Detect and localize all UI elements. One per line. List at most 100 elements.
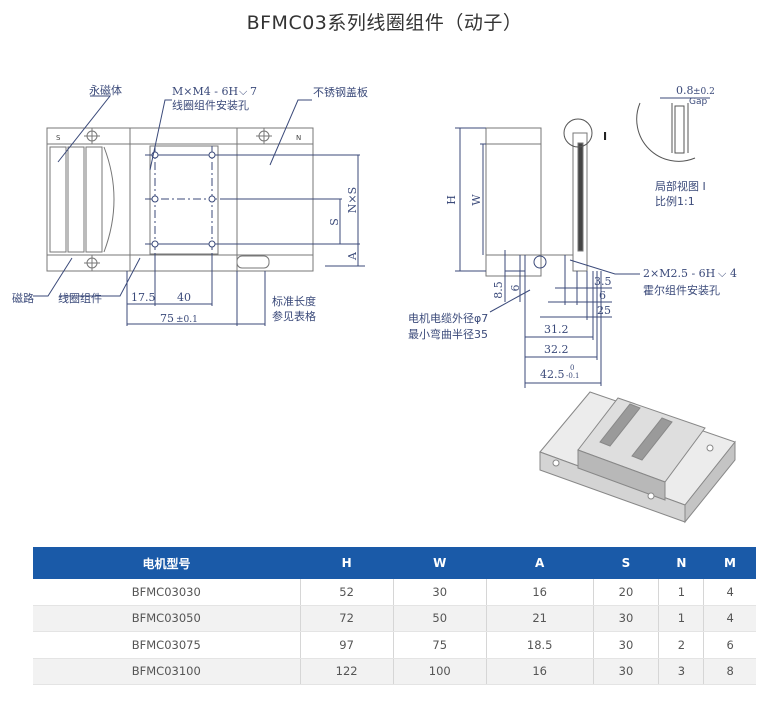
- page-title: BFMC03系列线圈组件（动子）: [246, 12, 523, 34]
- cell-w: 75: [392, 631, 487, 659]
- w-dim: W: [470, 194, 483, 206]
- pole-s-label: S: [56, 134, 61, 142]
- label-detail-2: 比例1:1: [655, 194, 695, 208]
- technical-drawing: S N N×S S A 17.5 40 75 ±0.1 永磁体 M×M4 - 6…: [12, 83, 737, 524]
- dim-6v: 6: [509, 285, 522, 292]
- dim-75: 75: [160, 312, 174, 325]
- label-magnet-track: 磁路: [12, 292, 34, 305]
- cell-s: 30: [592, 605, 659, 632]
- spec-table: 电机型号 H W A S N M BFMC03030 52 30 16 20 1…: [33, 547, 756, 685]
- table-row: BFMC03030 52 30 16 20 1 4: [33, 579, 756, 606]
- cell-m: 4: [703, 579, 756, 606]
- coil-centerlines: [145, 146, 360, 254]
- gap-value: 0.8: [676, 84, 694, 97]
- header-m: M: [703, 547, 756, 579]
- cell-w: 50: [392, 605, 487, 632]
- label-hall-holes-desc: 霍尔组件安装孔: [643, 283, 720, 297]
- cell-model: BFMC03075: [33, 631, 301, 659]
- label-std-length-1: 标准长度: [272, 294, 316, 308]
- h-dim: H: [445, 195, 458, 205]
- dim-31-2: 31.2: [544, 323, 569, 336]
- label-holes-depth-symbol: ⌵: [239, 85, 248, 98]
- cable-symbol: [533, 255, 547, 269]
- magnet-block: [49, 146, 67, 253]
- label-hall-holes-depth-symbol: ⌵: [718, 267, 727, 280]
- cell-w: 30: [392, 579, 487, 606]
- header-model: 电机型号: [33, 547, 301, 579]
- cable-connector: [236, 255, 270, 269]
- cell-model: BFMC03050: [33, 605, 301, 632]
- detail-marker: I: [603, 130, 607, 143]
- s-dim: S: [328, 218, 341, 226]
- dim-42-5-tol-up: 0: [570, 364, 574, 372]
- dim-6: 6: [599, 289, 606, 302]
- cell-n: 3: [658, 658, 704, 685]
- label-stainless-cover: 不锈钢盖板: [313, 85, 368, 99]
- label-coil-assembly: 线圈组件: [58, 291, 102, 305]
- dim-42-5-tol-dn: -0.1: [566, 372, 580, 380]
- nxs-dim: N×S: [346, 187, 359, 213]
- a-dim: A: [346, 251, 359, 261]
- header-s: S: [593, 547, 659, 579]
- side-view: [485, 118, 593, 277]
- pole-n-label: N: [296, 134, 301, 142]
- label-holes-spec: M×M4 - 6H: [172, 85, 238, 98]
- detail-circle: [563, 118, 593, 148]
- gap-tol: ±0.2: [693, 87, 715, 97]
- spec-table-header: 电机型号 H W A S N M: [33, 547, 756, 579]
- dim-75-tol: ±0.1: [176, 315, 198, 325]
- cell-h: 97: [299, 631, 394, 659]
- cell-n: 1: [658, 605, 704, 632]
- dim-25: 25: [597, 304, 611, 317]
- dim-32-2: 32.2: [544, 343, 569, 356]
- header-w: W: [393, 547, 487, 579]
- coil-assembly-outline: [149, 145, 219, 255]
- front-horizontal-dims: [126, 254, 266, 326]
- side-coil-plate: [572, 132, 588, 272]
- cell-h: 122: [299, 658, 394, 685]
- gap-label: Gap: [689, 97, 707, 107]
- cell-a: 16: [485, 658, 594, 685]
- cell-m: 8: [703, 658, 756, 685]
- cell-s: 30: [592, 631, 659, 659]
- header-h: H: [300, 547, 394, 579]
- cell-m: 6: [703, 631, 756, 659]
- cell-model: BFMC03100: [33, 658, 301, 685]
- cell-n: 1: [658, 579, 704, 606]
- header-n: N: [658, 547, 704, 579]
- table-row: BFMC03100 122 100 16 30 3 8: [33, 658, 756, 685]
- cell-m: 4: [703, 605, 756, 632]
- table-row: BFMC03050 72 50 21 30 1 4: [33, 605, 756, 632]
- label-hall-holes-depth: 4: [730, 267, 737, 280]
- cell-a: 21: [485, 605, 594, 632]
- detail-view: [636, 97, 710, 162]
- front-vertical-dims: [325, 155, 365, 267]
- table-row: BFMC03075 97 75 18.5 30 2 6: [33, 631, 756, 659]
- label-holes-depth: 7: [250, 85, 257, 98]
- front-leaders: [33, 95, 312, 297]
- side-dims: [455, 127, 640, 388]
- header-a: A: [486, 547, 594, 579]
- label-hall-holes-spec: 2×M2.5 - 6H: [643, 267, 715, 280]
- dim-17-5: 17.5: [131, 291, 156, 304]
- dim-3-5: 3.5: [594, 275, 612, 288]
- label-permanent-magnet: 永磁体: [89, 83, 122, 97]
- cell-model: BFMC03030: [33, 579, 301, 606]
- dim-42-5: 42.5: [540, 368, 565, 381]
- cell-s: 20: [592, 579, 659, 606]
- magnet-block: [67, 146, 85, 253]
- cell-n: 2: [658, 631, 704, 659]
- side-body: [485, 127, 542, 277]
- label-cable-2: 最小弯曲半径35: [408, 327, 488, 341]
- cell-s: 30: [592, 658, 659, 685]
- cell-a: 16: [485, 579, 594, 606]
- cell-h: 52: [299, 579, 394, 606]
- dim-8-5: 8.5: [492, 281, 505, 299]
- side-coil: [577, 142, 584, 252]
- cell-h: 72: [299, 605, 394, 632]
- cell-a: 18.5: [485, 631, 594, 659]
- label-holes-desc: 线圈组件安装孔: [172, 98, 249, 112]
- label-cable-1: 电机电缆外径φ7: [408, 311, 488, 325]
- dim-40: 40: [177, 291, 191, 304]
- label-detail-1: 局部视图 I: [655, 179, 706, 193]
